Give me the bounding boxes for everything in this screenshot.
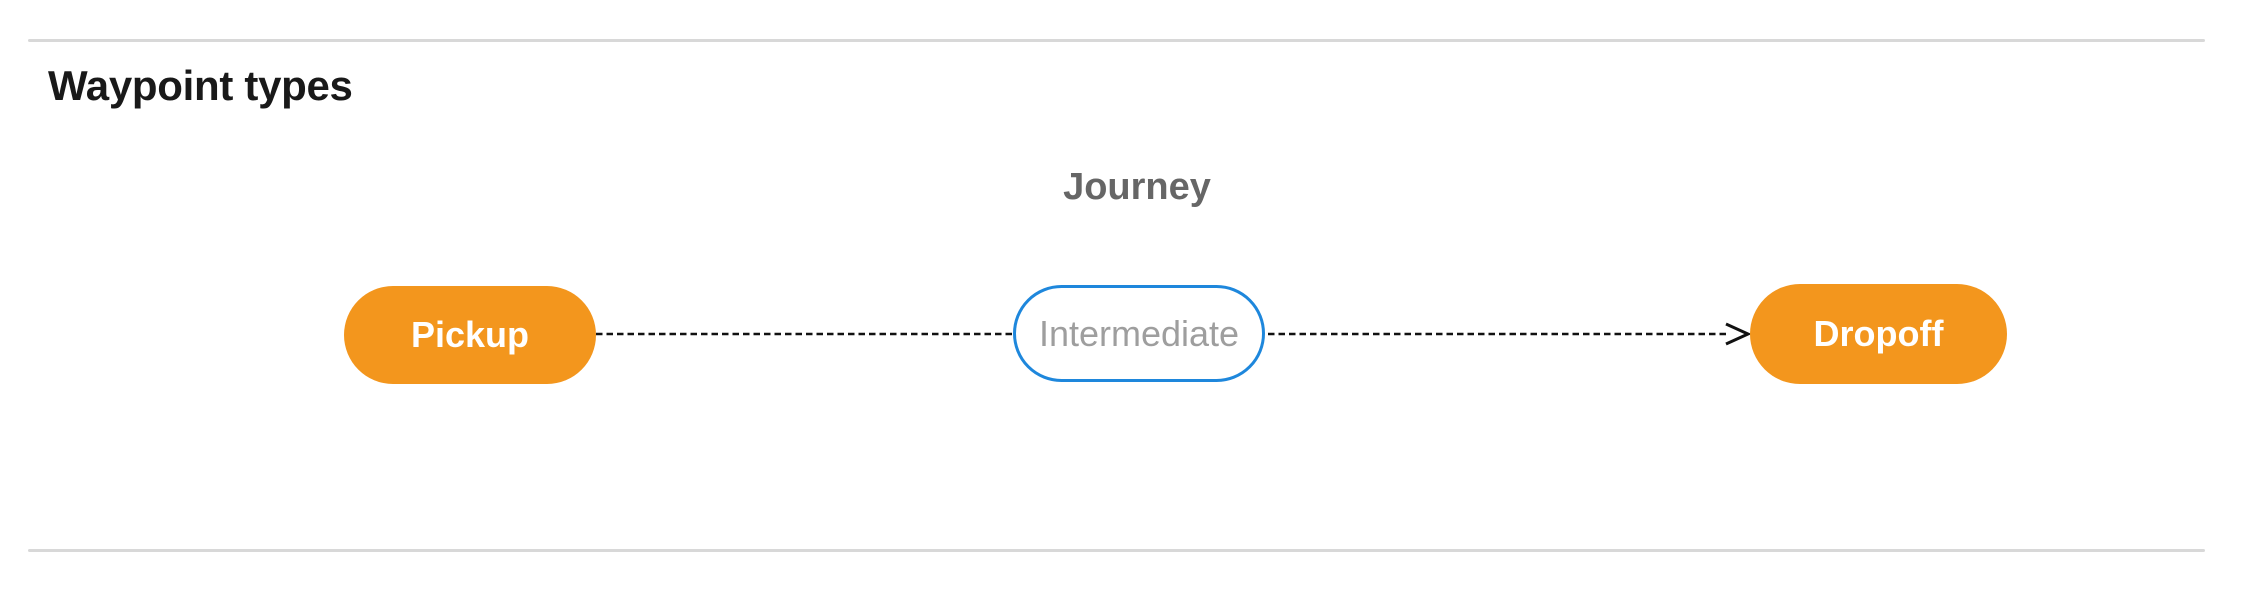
section-title: Waypoint types bbox=[48, 62, 353, 109]
top-divider bbox=[28, 39, 2205, 42]
journey-diagram-title: Journey bbox=[1063, 166, 1211, 208]
node-pickup-label: Pickup bbox=[410, 314, 530, 355]
node-pickup: Pickup bbox=[344, 286, 596, 384]
node-intermediate: Intermediate bbox=[1013, 285, 1265, 382]
node-intermediate-label: Intermediate bbox=[1038, 312, 1240, 354]
node-dropoff-label: Dropoff bbox=[1813, 313, 1944, 354]
bottom-divider bbox=[28, 549, 2205, 552]
arrowhead-icon bbox=[1725, 322, 1752, 346]
node-dropoff: Dropoff bbox=[1750, 284, 2007, 384]
